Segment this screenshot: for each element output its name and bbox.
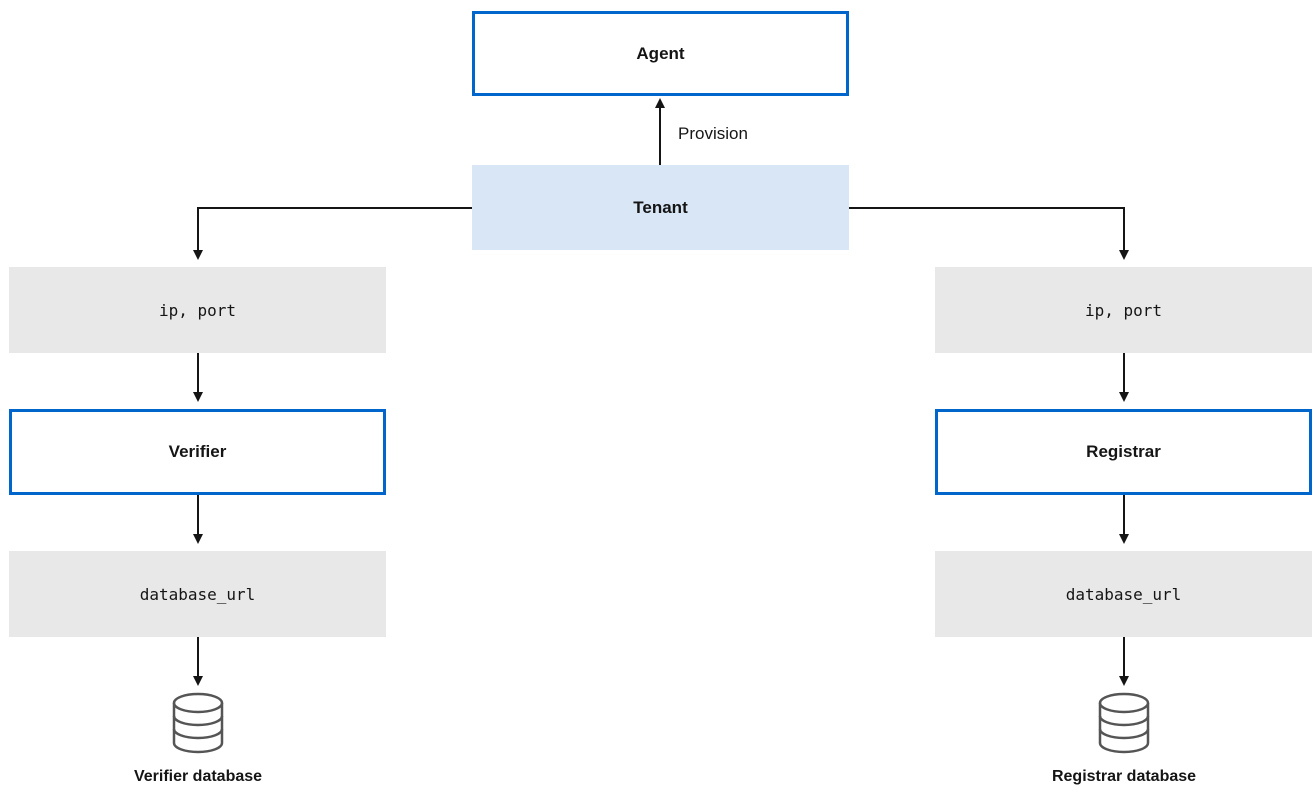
verifier-node: Verifier bbox=[9, 409, 386, 495]
tenant-node: Tenant bbox=[472, 165, 849, 250]
registrar-database-url-param: database_url bbox=[935, 551, 1312, 637]
registrar-label: Registrar bbox=[1086, 442, 1161, 461]
agent-node: Agent bbox=[472, 11, 849, 96]
registrar-node: Registrar bbox=[935, 409, 1312, 495]
provision-label: Provision bbox=[678, 124, 748, 143]
registrar-ip-port-param: ip, port bbox=[935, 267, 1312, 353]
registrar-database-url-text: database_url bbox=[1065, 584, 1182, 604]
verifier-database-url-text: database_url bbox=[139, 584, 256, 604]
verifier-ip-port-text: ip, port bbox=[158, 300, 237, 320]
tenant-to-registrar-params-arrow bbox=[848, 207, 1129, 260]
verifier-ip-port-param: ip, port bbox=[9, 267, 386, 353]
verifier-database-caption: Verifier database bbox=[133, 768, 263, 785]
registrar-ip-port-text: ip, port bbox=[1084, 300, 1163, 320]
verifier-database-url-param: database_url bbox=[9, 551, 386, 637]
tenant-label: Tenant bbox=[633, 197, 688, 217]
verifier-label: Verifier bbox=[168, 442, 227, 461]
agent-label: Agent bbox=[636, 43, 685, 63]
verifier-database-icon bbox=[172, 692, 224, 754]
registrar-database-caption: Registrar database bbox=[1051, 768, 1197, 785]
registrar-database-icon bbox=[1098, 692, 1150, 754]
tenant-to-verifier-params-arrow bbox=[193, 207, 472, 260]
